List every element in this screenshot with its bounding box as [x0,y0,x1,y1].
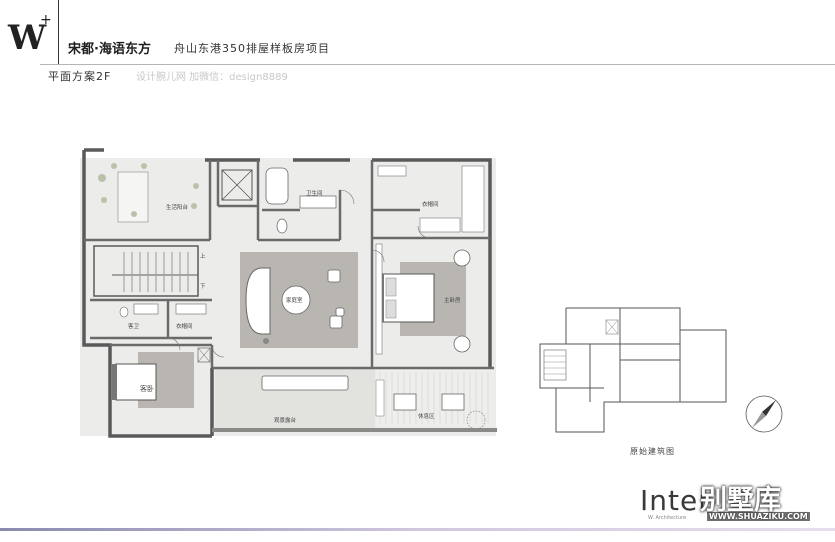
header-divider [58,0,59,64]
brand-title: 宋都·海语东方 [68,42,151,57]
site-stamp-watermark: 别墅库 [700,485,781,516]
room-label-family-room: 家庭室 [286,298,303,304]
logo-mark: W [8,18,46,58]
footer-brand-sub: W. Architecture [648,515,687,521]
watermark-text: 设计腕儿网 加微信：design8889 [136,72,288,83]
logo-plus: + [40,12,52,28]
stair-down-label: 下 [200,284,206,290]
project-title: 舟山东港350排屋样板房项目 [174,42,330,55]
room-label-viewing-terrace: 观景露台 [274,418,297,424]
room-label-rest-area: 休息区 [418,414,435,420]
original-plan-drawing [539,307,727,433]
header-rule [40,64,835,65]
room-label-bathroom: 卫生间 [306,191,323,197]
room-label-cloakroom-master: 衣帽间 [422,202,439,208]
north-arrow-icon [745,395,783,433]
footer-accent-line [0,528,835,531]
room-label-utility-balcony: 生活阳台 [166,205,189,211]
footer-brand: Inter [640,484,711,517]
room-label-cloakroom-guest: 衣帽间 [176,324,193,330]
room-label-guest-bedroom: 客卧 [140,385,154,393]
site-url-watermark: WWW.SHUAZIKU.COM [707,512,810,521]
original-plan-caption: 原始建筑图 [630,447,675,456]
room-label-guest-bath: 客卫 [128,324,140,330]
stair-up-label: 上 [200,254,206,260]
room-label-master-bedroom: 主卧房 [444,298,461,304]
plan-label: 平面方案2F [48,70,112,83]
